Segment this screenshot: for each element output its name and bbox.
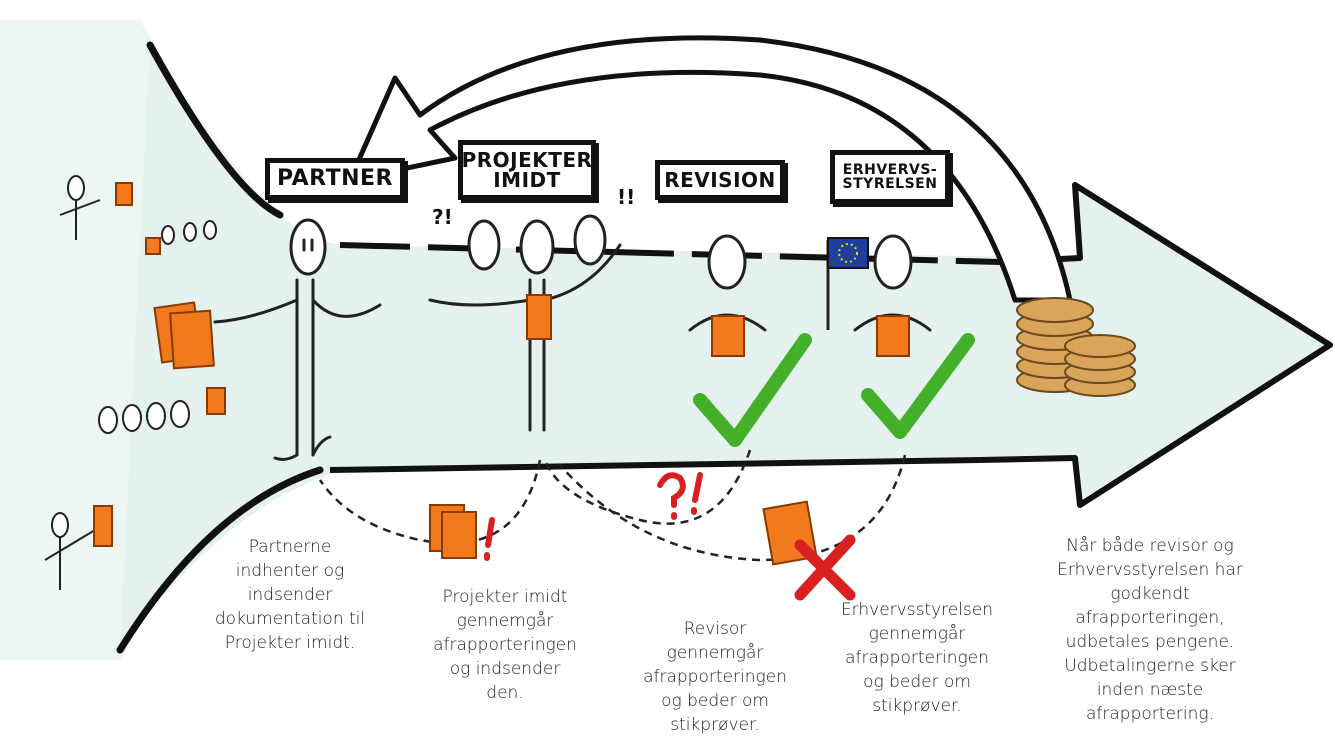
stage-label-revision: REVISION bbox=[655, 160, 785, 200]
exclamation-right: !! bbox=[617, 185, 636, 209]
stage-label-partner: PARTNER bbox=[265, 158, 405, 200]
orange-document-icon bbox=[153, 301, 215, 370]
feedback-loop-erhverv bbox=[559, 454, 907, 562]
revision-figure bbox=[688, 234, 767, 357]
background-people bbox=[44, 175, 226, 590]
arrow-bottom-line bbox=[329, 457, 981, 473]
caption-revisor: Revisor gennemgår afrapporteringen og be… bbox=[643, 619, 787, 735]
feedback-loop-revisor bbox=[543, 449, 752, 525]
caption-projekter-imidt: Projekter imidt gennemgår afrapportering… bbox=[433, 587, 577, 703]
red-x-icon bbox=[762, 500, 856, 601]
arrow-head bbox=[979, 182, 1333, 508]
erhvervsstyrelsen-figure bbox=[853, 234, 932, 357]
green-checkmark-icon bbox=[861, 333, 975, 439]
stage-label-projekter-imidt: PROJEKTER IMIDT bbox=[458, 140, 596, 200]
partner-figure bbox=[213, 218, 382, 461]
stage-label-erhvervsstyrelsen: ERHVERVS- STYRELSEN bbox=[830, 150, 950, 204]
arrow-top-edge bbox=[146, 41, 284, 219]
coin-stack-icon bbox=[1016, 297, 1136, 397]
question-exclamation-icon bbox=[657, 472, 703, 520]
caption-payout: Når både revisor og Erhvervsstyrelsen ha… bbox=[1057, 536, 1243, 724]
green-checkmark-icon bbox=[693, 333, 812, 447]
caption-partner: Partnerne indhenter og indsender dokumen… bbox=[214, 537, 366, 653]
caption-erhvervsstyrelsen: Erhvervsstyrelsen gennemgår afrapporteri… bbox=[840, 600, 994, 716]
arrow-bottom-edge bbox=[116, 466, 324, 654]
document-alert-icon bbox=[429, 504, 495, 561]
projekter-imidt-figures bbox=[428, 214, 622, 432]
exclamation-left: ?! bbox=[432, 205, 453, 229]
eu-flag-icon bbox=[826, 237, 869, 330]
curved-return-arrow-icon bbox=[347, 35, 1073, 303]
